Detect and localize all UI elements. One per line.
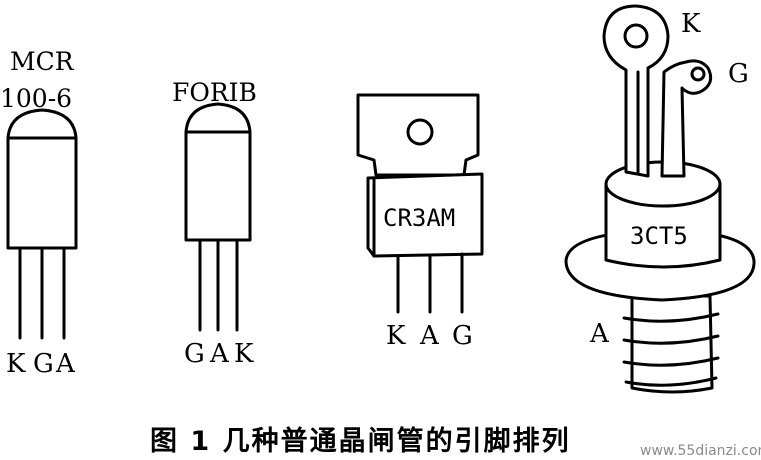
c3ct5-pin-k-label: K xyxy=(681,9,701,39)
cr3am-component: CR3AM K A G xyxy=(356,93,484,351)
c3ct5-pin-g-label: G xyxy=(728,59,749,89)
mcr100-name-line2: 100-6 xyxy=(0,84,72,113)
forib-leads xyxy=(198,238,239,332)
c3ct5-k-hole xyxy=(623,23,649,49)
mcr100-pin-3-label: A xyxy=(55,349,76,379)
c3ct5-component: 3CT5 K G A xyxy=(564,4,756,394)
mcr100-component: MCR 100-6 K G A xyxy=(0,47,78,379)
c3ct5-stud-threads xyxy=(622,312,720,387)
forib-pin-1-label: G xyxy=(184,339,205,369)
forib-pin-2-label: A xyxy=(209,339,230,369)
watermark: www.55dianzi.com xyxy=(640,443,761,459)
c3ct5-pin-a-label: A xyxy=(589,319,610,349)
mcr100-name-line1: MCR xyxy=(10,47,75,76)
mcr100-pin-1-label: K xyxy=(6,349,26,379)
mcr100-body xyxy=(6,108,78,250)
c3ct5-k-terminal xyxy=(602,4,670,178)
c3ct5-g-hole xyxy=(690,66,706,82)
forib-component: FORIB G A K xyxy=(172,78,257,369)
cr3am-pin-1-label: K xyxy=(386,321,406,351)
figure-caption: 图 1 几种普通晶闸管的引脚排列 xyxy=(150,425,571,457)
mcr100-leads xyxy=(18,246,66,340)
c3ct5-case xyxy=(604,182,722,269)
cr3am-pin-2-label: A xyxy=(419,321,440,351)
forib-name: FORIB xyxy=(172,78,257,107)
c3ct5-name: 3CT5 xyxy=(630,222,688,250)
forib-body xyxy=(184,102,252,242)
cr3am-mounting-hole xyxy=(406,118,434,146)
mcr100-pin-2-label: G xyxy=(33,349,54,379)
forib-pin-3-label: K xyxy=(234,339,254,369)
cr3am-leads xyxy=(396,252,464,314)
c3ct5-g-terminal xyxy=(660,59,713,178)
cr3am-body xyxy=(366,172,484,258)
cr3am-name: CR3AM xyxy=(383,204,455,232)
cr3am-pin-3-label: G xyxy=(452,321,473,351)
